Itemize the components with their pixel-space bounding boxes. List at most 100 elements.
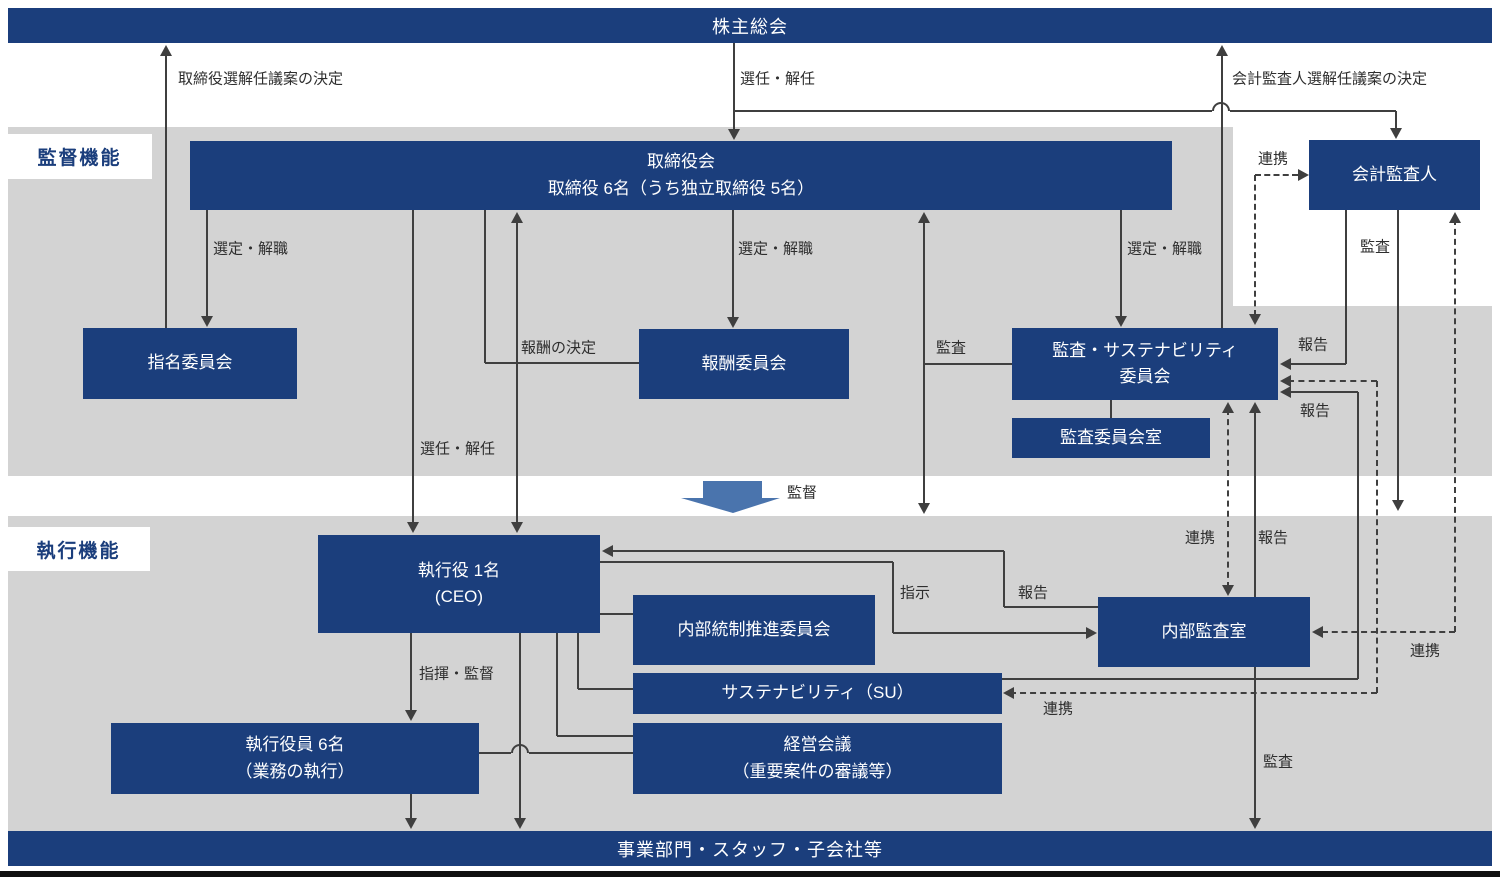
bottom-border xyxy=(0,871,1500,877)
audit-sustainability-committee: 監査・サステナビリティ委員会 xyxy=(1012,328,1278,400)
auditor-audit-execution-line xyxy=(1397,210,1399,502)
auditor-audit-execution-arrowhead xyxy=(1392,500,1404,511)
section-label-supervision: 監督機能 xyxy=(7,134,152,179)
ceo-to-su-link-line xyxy=(578,688,633,690)
su-report-to-committee-line xyxy=(1357,392,1359,679)
committee-su-renkei-arrowhead xyxy=(1280,375,1291,387)
auditor-report-to-committee-line xyxy=(1345,210,1347,364)
label-report-ia-to-ceo: 報告 xyxy=(1018,584,1049,602)
label-appoint-dismiss-ceo: 選任・解任 xyxy=(420,440,496,458)
internal-control-committee-label: 内部統制推進委員会 xyxy=(677,619,831,639)
committee-su-renkei-line xyxy=(1010,692,1377,694)
label-compensation-decision: 報酬の決定 xyxy=(521,339,597,357)
auditor-report-to-committee-arrowhead xyxy=(1280,358,1291,370)
ceo-label: (CEO) xyxy=(434,587,484,606)
internal-audit-office-label: 内部監査室 xyxy=(1161,621,1247,641)
compensation-committee-label: 報酬委員会 xyxy=(701,353,787,373)
board-to-nomination-line xyxy=(206,210,208,318)
ceo-to-business-units-line xyxy=(519,633,521,820)
ceo: 執行役 1名 (CEO) xyxy=(318,535,600,633)
label-renkei-auditor-ia: 連携 xyxy=(1410,642,1441,660)
board-to-compensation-line xyxy=(732,210,734,319)
executive-officers-to-business-units-line xyxy=(410,794,412,820)
committee-su-renkei-arrowhead xyxy=(1003,687,1014,699)
ceo-to-su-link-line xyxy=(577,633,579,689)
ceo-to-executive-officers-arrowhead xyxy=(405,710,417,721)
nomination-to-shareholders-line xyxy=(165,49,167,328)
executive-officers-management-meeting-link-line xyxy=(529,752,633,754)
label-audit-by-auditor: 監査 xyxy=(1360,238,1391,256)
label-auditor-election-proposal: 会計監査人選解任議案の決定 xyxy=(1232,70,1428,88)
shareholders-to-board-arrowhead xyxy=(728,129,740,140)
su-report-to-committee-arrowhead xyxy=(1280,386,1291,398)
internal-audit-audit-business-line xyxy=(1254,667,1256,820)
label-select-dismiss-compensation: 選定・解職 xyxy=(738,240,814,258)
committee-to-shareholders-line xyxy=(1221,49,1223,328)
board-of-directors-label: 取締役 6名（うち独立取締役 5名） xyxy=(547,178,815,198)
executive-officers-to-business-units-arrowhead xyxy=(405,818,417,829)
label-supervision-arrow: 監督 xyxy=(787,484,818,502)
shareholders-to-accounting-auditor-line xyxy=(734,110,1212,112)
committee-to-office-link-line xyxy=(1110,400,1112,418)
board-of-directors: 取締役会取締役 6名（うち独立取締役 5名） xyxy=(190,141,1172,210)
ceo-to-management-meeting-link-line xyxy=(556,633,558,736)
auditor-committee-renkei-line xyxy=(1254,175,1256,316)
ceo-label: 執行役 1名 xyxy=(417,560,501,580)
compensation-committee: 報酬委員会 xyxy=(639,329,849,399)
ceo-instruction-to-internal-audit-line xyxy=(600,561,893,563)
label-report-auditor-to-committee: 報告 xyxy=(1298,336,1329,354)
management-meeting-label: 経営会議 xyxy=(783,735,852,755)
shareholders-to-board-line xyxy=(733,43,735,131)
executive-officers-label: 執行役員 6名 xyxy=(245,735,345,755)
auditor-internal-audit-renkei-line xyxy=(1322,631,1455,633)
internal-audit-audit-business-arrowhead xyxy=(1249,818,1261,829)
committee-to-shareholders-arrowhead xyxy=(1216,45,1228,56)
ceo-to-internal-control-link-line xyxy=(600,613,633,615)
board-execution-audit-arrowhead xyxy=(918,503,930,514)
label-select-dismiss-audit-committee: 選定・解職 xyxy=(1127,240,1203,258)
label-appoint-dismiss-top: 選任・解任 xyxy=(740,70,816,88)
audit-committee-office-label: 監査委員会室 xyxy=(1060,427,1162,447)
label-renkei-committee-ia: 連携 xyxy=(1185,529,1216,547)
internal-audit-report-to-ceo-arrowhead xyxy=(602,545,613,557)
auditor-internal-audit-renkei-arrowhead xyxy=(1449,212,1461,223)
executive-officers-label: （業務の執行） xyxy=(235,761,355,781)
accounting-auditor-label: 会計監査人 xyxy=(1352,164,1437,184)
board-to-compensation-arrowhead xyxy=(727,317,739,328)
board-ceo-mutual-arrowhead xyxy=(511,522,523,533)
ceo-instruction-to-internal-audit-line xyxy=(893,632,1087,634)
internal-audit-report-to-ceo-line xyxy=(608,550,1004,552)
ceo-to-business-units-arrowhead xyxy=(514,818,526,829)
label-audit-board: 監査 xyxy=(936,339,967,357)
board-to-audit-committee-line xyxy=(1120,210,1122,318)
shareholders-to-accounting-auditor-arrowhead xyxy=(1390,128,1402,139)
label-director-election-proposal: 取締役選解任議案の決定 xyxy=(178,70,344,88)
board-to-ceo-appointment-arrowhead xyxy=(407,522,419,533)
label-renkei-auditor-committee: 連携 xyxy=(1258,150,1289,168)
board-to-nomination-arrowhead xyxy=(201,316,213,327)
management-meeting-label: （重要案件の審議等） xyxy=(732,761,903,781)
auditor-committee-renkei-line xyxy=(1255,174,1298,176)
board-of-directors-label: 取締役会 xyxy=(647,152,715,172)
auditor-committee-renkei-arrowhead xyxy=(1249,314,1261,325)
ceo-to-executive-officers-line xyxy=(410,633,412,712)
board-to-compensation-link-line xyxy=(484,210,486,363)
nomination-committee-label: 指名委員会 xyxy=(147,353,233,373)
label-instruction: 指示 xyxy=(900,584,931,602)
executive-officers-management-meeting-link-line xyxy=(479,752,511,754)
management-meeting: 経営会議 （重要案件の審議等） xyxy=(633,723,1002,794)
shareholders-bar-label: 株主総会 xyxy=(712,16,788,37)
board-to-ceo-appointment-line xyxy=(412,210,414,523)
section-label-execution: 執行機能 xyxy=(7,527,150,571)
executive-officers: 執行役員 6名 （業務の執行） xyxy=(111,723,479,794)
audit-sustainability-committee-label: 委員会 xyxy=(1119,367,1171,386)
su-report-to-committee-line xyxy=(1002,678,1358,680)
sustainability-unit-label: サステナビリティ（SU） xyxy=(721,683,914,703)
label-audit-bottom: 監査 xyxy=(1263,753,1294,771)
auditor-committee-renkei-arrowhead xyxy=(1298,169,1309,181)
label-report-ia-to-committee: 報告 xyxy=(1258,529,1289,547)
internal-control-committee: 内部統制推進委員会 xyxy=(633,595,875,665)
shareholders-to-accounting-auditor-line xyxy=(1230,110,1396,112)
auditor-internal-audit-renkei-arrowhead xyxy=(1312,626,1323,638)
shareholders-bar: 株主総会 xyxy=(8,8,1492,43)
